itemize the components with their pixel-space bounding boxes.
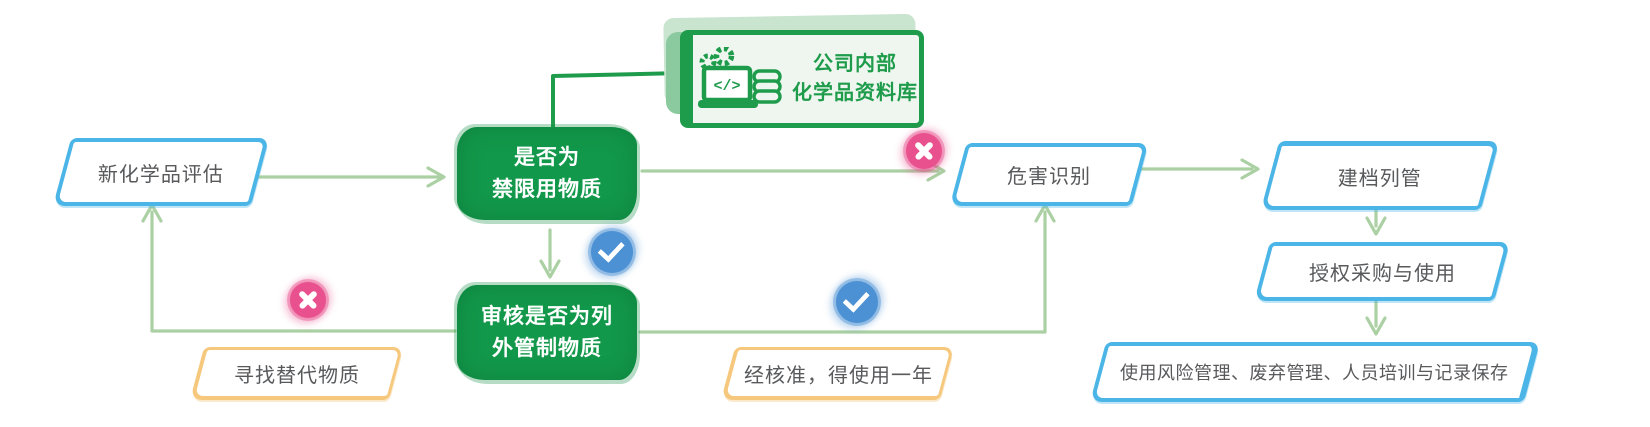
node-approved-one-year: 经核准，得使用一年 bbox=[720, 347, 955, 400]
arrow-new-to-check bbox=[250, 166, 446, 188]
database-label-line2: 化学品资料库 bbox=[792, 82, 918, 104]
arrow-hazard-to-filing bbox=[1138, 158, 1260, 180]
decision-label-line1: 是否为 bbox=[514, 146, 580, 169]
node-find-substitute: 寻找替代物质 bbox=[189, 347, 404, 400]
decision-label-line1: 审核是否为列 bbox=[481, 305, 613, 328]
laptop-code-database-icon: </> bbox=[698, 47, 782, 108]
decision-label-line2: 禁限用物质 bbox=[492, 177, 602, 201]
connector-database-link bbox=[551, 71, 684, 132]
arrow-filing-to-authorize bbox=[1365, 204, 1387, 236]
node-hazard-identification: 危害识别 bbox=[949, 143, 1149, 206]
node-prohibited-substance-check: 是否为 禁限用物质 bbox=[457, 127, 637, 220]
node-filing-control: 建档列管 bbox=[1260, 141, 1500, 210]
node-authorized-procurement-use: 授权采购与使用 bbox=[1254, 242, 1510, 301]
arrow-check-to-hazard bbox=[640, 160, 946, 182]
node-lifecycle-management: 使用风险管理、废弃管理、人员培训与记录保存 bbox=[1089, 342, 1541, 402]
node-label: 危害识别 bbox=[1007, 166, 1091, 188]
node-label: 新化学品评估 bbox=[98, 163, 224, 186]
cross-icon bbox=[290, 282, 326, 318]
node-new-chemical-assessment: 新化学品评估 bbox=[52, 138, 270, 206]
cross-icon bbox=[906, 133, 942, 169]
arrow-check-to-review bbox=[539, 228, 561, 279]
node-label: 建档列管 bbox=[1337, 167, 1422, 190]
node-exception-control-review: 审核是否为列 外管制物质 bbox=[457, 285, 637, 380]
node-label: 经核准，得使用一年 bbox=[743, 364, 933, 387]
node-label: 寻找替代物质 bbox=[234, 364, 361, 387]
database-label-line1: 公司内部 bbox=[813, 53, 897, 75]
arrow-authorize-to-lifecycle bbox=[1365, 298, 1387, 336]
node-label: 使用风险管理、废弃管理、人员培训与记录保存 bbox=[1119, 363, 1509, 383]
node-internal-chemical-database: </> 公司内部 化学品资料库 bbox=[680, 30, 924, 128]
database-label: 公司内部 化学品资料库 bbox=[792, 50, 918, 108]
check-icon bbox=[591, 231, 633, 273]
check-icon bbox=[836, 281, 878, 323]
decision-label-line2: 外管制物质 bbox=[492, 336, 602, 360]
node-label: 授权采购与使用 bbox=[1308, 263, 1456, 285]
code-glyph: </> bbox=[713, 78, 740, 95]
